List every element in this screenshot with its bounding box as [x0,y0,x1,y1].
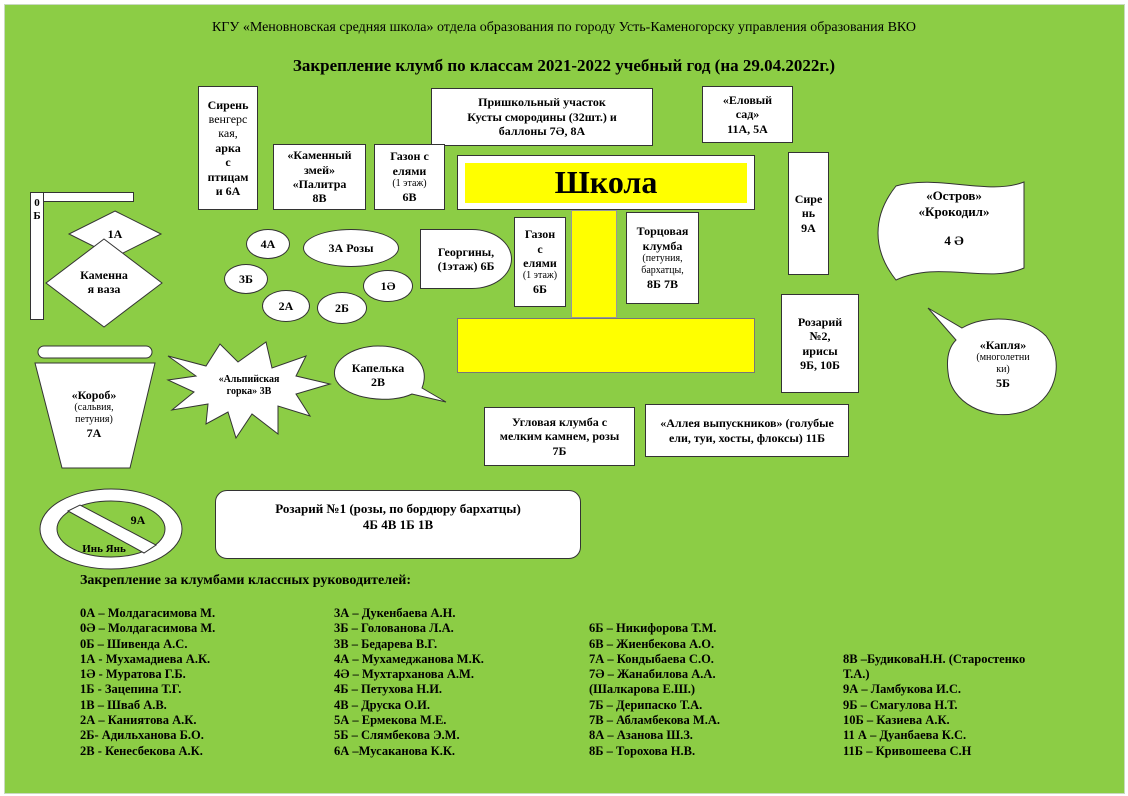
legend-entry: 5А – Ермекова М.Е. [334,713,447,728]
legend-entry: 6Б – Никифорова Т.М. [589,621,717,636]
legend-column-2: 3А – Дукенбаева А.Н.3Б – Голованова Л.А.… [334,606,484,759]
bed-1a-label: 1А [107,227,123,241]
bed-in-yan-class-label: 9А [130,513,146,527]
bed-rozariy-1: Розарий №1 (розы, по бордюру бархатцы)4Б… [215,490,581,559]
legend-entry: Т.А.) [843,667,870,682]
bed-korob-label: «Короб»(сальвия,петуния)7А [71,388,117,441]
bed-kamennaya-vaza-diamond [45,238,163,328]
legend-entry: 7Ә – Жанабилова А.А. [589,667,716,682]
legend-entry: 1Б - Зацепина Т.Г. [80,682,182,697]
legend-entry: 7А – Кондыбаева С.О. [589,651,714,666]
legend-entry: 4Ә – Мухтарханова А.М. [334,667,474,682]
bed-0b-side [30,192,44,320]
legend-entry: 4Б – Петухова Н.И. [334,682,443,697]
legend-entry: 8В –БудиковаН.Н. (Старостенко [843,651,1026,666]
legend-entry: 7В – Абламбекова М.А. [589,713,721,728]
legend-entry: 6В – Жиенбекова А.О. [589,636,715,651]
school-header: КГУ «Меновновская средняя школа» отдела … [211,20,917,35]
bed-in-yan-label: Инь Янь [82,543,126,555]
school-label: Школа [465,162,747,203]
legend-entry: 9А – Ламбукова И.С. [843,682,961,697]
legend-entry: 0Б – Шивенда А.С. [80,636,188,651]
legend-entry: 9Б – Смагулова Н.Т. [843,697,958,712]
legend-entry [589,606,720,621]
school-building-frame: Школа [457,155,755,210]
legend-entry: 2А – Каниятова А.К. [80,713,197,728]
legend-entry: 10Б – Казиева А.К. [843,713,950,728]
legend-entry: 2В - Кенесбекова А.К. [80,743,203,758]
legend-entry: 4В – Друска О.И. [334,697,430,712]
legend-entry: 1А - Мухамадиева А.К. [80,651,211,666]
bed-0b-top [30,192,134,202]
legend-entry: 11 А – Дуанбаева К.С. [843,728,967,743]
legend-entry: 8Б – Торохова Н.В. [589,743,696,758]
legend-column-3: 6Б – Никифорова Т.М.6В – Жиенбекова А.О.… [589,606,720,759]
legend-entry: 11Б – Кривошеева С.Н [843,743,972,758]
bed-2a: 2А [262,290,310,322]
legend-entry: 6А –Мусаканова К.К. [334,743,456,758]
legend-entry: 8А – Азанова Ш.З. [589,728,693,743]
legend-entry: 5Б – Слямбекова Э.М. [334,728,460,743]
legend-entry [843,621,1025,636]
school-corridor [571,210,617,318]
legend-column-1: 0А – Молдагасимова М.0Ә – Молдагасимова … [80,606,215,759]
legend-entry: 3В – Бедарева В.Г. [334,636,438,651]
legend-entry: 0Ә – Молдагасимова М. [80,621,216,636]
bed-4a: 4А [246,229,290,259]
legend-entry: 0А – Молдагасимова М. [80,606,216,620]
legend-title: Закрепление за клумбами классных руковод… [80,573,412,588]
bed-ostrov-krokodil-label: «Остров»«Крокодил»4 Ә [918,188,990,249]
bed-georginy: Георгины,(1этаж) 6Б [420,229,512,289]
legend-entry: 4А – Мухамеджанова М.К. [334,651,484,666]
bed-3a-rozy: 3А Розы [303,229,399,267]
legend-entry: 3А – Дукенбаева А.Н. [334,606,456,620]
bed-in-yan-shape [39,488,183,570]
legend-entry: 7Б – Дерипаско Т.А. [589,697,703,712]
diagram-title: Закрепление клумб по классам 2021-2022 у… [292,56,836,75]
legend-entry [843,606,1025,621]
bed-2b: 2Б [317,292,367,324]
bed-kaplya-shape [927,307,1057,416]
bed-kapelka-shape [333,345,447,403]
legend-entry: 1Ә - Муратова Г.Б. [80,667,186,682]
legend-entry: 3Б – Голованова Л.А. [334,621,454,636]
bed-alpiyskaya-gorka-shape [166,341,332,440]
school-wing [457,318,755,373]
legend-entry: 1В – Шваб А.В. [80,697,167,712]
bed-ostrov-krokodil-shape [877,181,1025,281]
legend-entry: (Шалкарова Е.Ш.) [589,682,696,697]
legend-entry [843,637,1025,652]
bed-1ae: 1Ә [363,270,413,302]
bed-3b: 3Б [224,264,268,294]
legend-entry: 2Б- Адильханова Б.О. [80,728,204,743]
bed-korob-shape [34,345,156,469]
